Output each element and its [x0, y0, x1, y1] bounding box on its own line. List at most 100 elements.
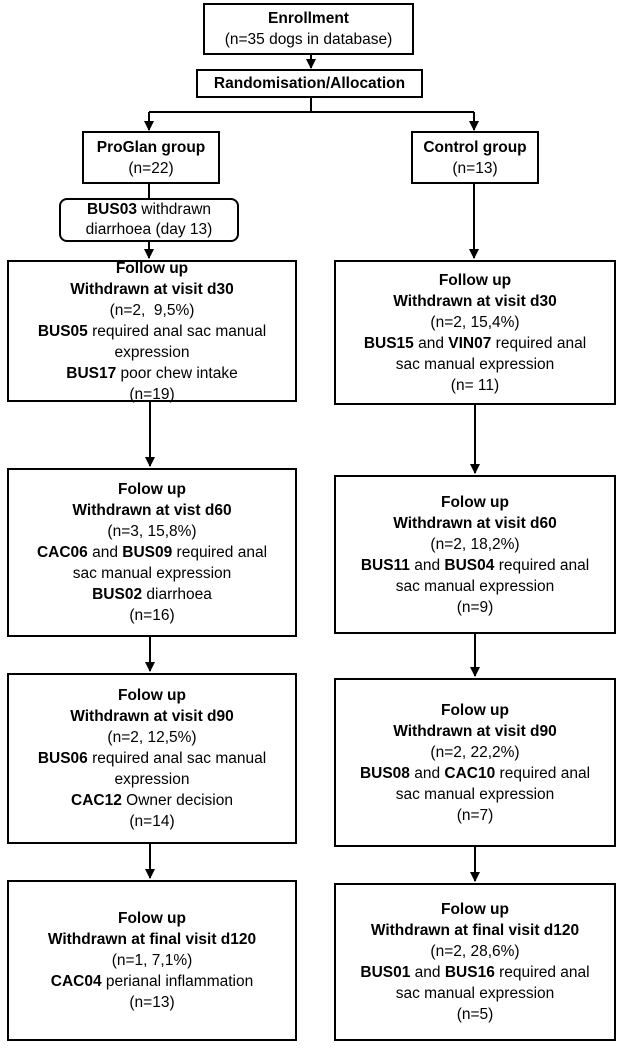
- proglan-d30-subtitle: Withdrawn at visit d30: [70, 280, 234, 298]
- reason-text: required anal sac manual: [87, 750, 267, 767]
- reason-text: required anal: [494, 556, 590, 574]
- dog-id: BUS08: [359, 764, 410, 782]
- control-group-box: Control group (n=13): [411, 131, 539, 184]
- proglan-d90-remaining: (n=14): [129, 813, 175, 830]
- proglan-d90-box: Folow up Withdrawn at visit d90 (n=2, 12…: [7, 673, 297, 844]
- proglan-d120-box: Folow up Withdrawn at final visit d120 (…: [7, 880, 297, 1041]
- proglan-d60-remaining: (n=16): [129, 607, 175, 624]
- proglan-d60-reason1-cont: sac manual expression: [72, 565, 232, 582]
- proglan-d30-reason2: BUS17 poor chew intake: [66, 363, 237, 384]
- dog-id: BUS01: [360, 964, 411, 981]
- proglan-withdrawal-day13-reason: diarrhoea (day 13): [85, 221, 213, 238]
- proglan-d90-reason2: CAC12 Owner decision: [71, 790, 233, 811]
- control-d30-title: Follow up: [438, 271, 512, 289]
- control-d30-subtitle: Withdrawn at visit d30: [393, 292, 557, 310]
- proglan-d30-remaining: (n=19): [129, 385, 175, 403]
- enrollment-count: (n=35 dogs in database): [224, 31, 393, 48]
- and-text: and: [409, 556, 445, 574]
- proglan-d90-subtitle: Withdrawn at visit d90: [70, 708, 234, 725]
- control-d30-box: Follow up Withdrawn at visit d30 (n=2, 1…: [334, 260, 616, 405]
- proglan-group-count: (n=22): [128, 159, 174, 177]
- dog-id: BUS02: [92, 586, 143, 603]
- proglan-d60-count: (n=3, 15,8%): [107, 523, 197, 540]
- reason-text: required anal sac manual: [87, 322, 267, 340]
- proglan-d90-title: Folow up: [117, 687, 186, 704]
- dog-id: BUS03: [86, 201, 137, 218]
- control-d30-reason1: BUS15 and VIN07 required anal: [364, 333, 586, 354]
- reason-text: poor chew intake: [116, 364, 238, 382]
- dog-id: CAC12: [71, 792, 122, 809]
- proglan-d30-reason1-cont: expression: [114, 343, 190, 361]
- proglan-group-title: ProGlan group: [96, 138, 206, 156]
- control-d120-reason1-cont: sac manual expression: [395, 985, 555, 1002]
- proglan-d60-reason1: CAC06 and BUS09 required anal: [37, 542, 267, 563]
- dog-id: BUS04: [444, 556, 495, 574]
- control-group-count: (n=13): [452, 159, 498, 177]
- and-text: and: [413, 334, 449, 352]
- randomisation-title: Randomisation/Allocation: [213, 75, 406, 92]
- control-d120-reason1: BUS01 and BUS16 required anal: [360, 962, 589, 983]
- control-d30-remaining: (n= 11): [450, 376, 500, 394]
- enrollment-title: Enrollment: [268, 10, 349, 27]
- dog-id: BUS09: [122, 544, 173, 561]
- and-text: and: [410, 964, 445, 981]
- proglan-d30-box: Follow up Withdrawn at visit d30 (n=2, 9…: [7, 259, 297, 403]
- proglan-withdrawal-day13-line1: BUS03 withdrawn: [87, 200, 211, 220]
- enrollment-box: Enrollment (n=35 dogs in database): [203, 3, 414, 55]
- dog-id: CAC04: [50, 973, 102, 990]
- control-d90-title: Folow up: [440, 701, 509, 719]
- proglan-d120-remaining: (n=13): [129, 994, 175, 1011]
- proglan-d90-count: (n=2, 12,5%): [107, 729, 197, 746]
- control-d60-title: Folow up: [440, 493, 509, 511]
- proglan-group-box: ProGlan group (n=22): [82, 131, 220, 184]
- reason-text: required anal: [495, 764, 591, 782]
- reason-text: required anal: [494, 964, 590, 981]
- control-d30-reason1-cont: sac manual expression: [395, 355, 555, 373]
- control-d120-remaining: (n=5): [456, 1006, 494, 1023]
- dog-id: CAC06: [36, 544, 88, 561]
- control-d90-reason1: BUS08 and CAC10 required anal: [360, 763, 590, 784]
- proglan-d120-count: (n=1, 7,1%): [111, 952, 193, 969]
- proglan-d60-subtitle: Withdrawn at vist d60: [72, 502, 232, 519]
- proglan-d120-title: Folow up: [117, 910, 186, 927]
- control-d60-reason1-cont: sac manual expression: [395, 577, 555, 595]
- dog-id: BUS05: [37, 322, 88, 340]
- control-d60-reason1: BUS11 and BUS04 required anal: [361, 555, 589, 576]
- control-d60-box: Folow up Withdrawn at visit d60 (n=2, 18…: [334, 475, 616, 634]
- randomisation-box: Randomisation/Allocation: [196, 69, 423, 98]
- control-d120-count: (n=2, 28,6%): [430, 943, 520, 960]
- control-d90-subtitle: Withdrawn at visit d90: [393, 722, 557, 740]
- reason-text: required anal: [491, 334, 587, 352]
- control-d60-remaining: (n=9): [456, 598, 494, 616]
- proglan-d90-reason1: BUS06 required anal sac manual: [38, 748, 266, 769]
- control-d90-remaining: (n=7): [456, 806, 494, 824]
- dog-id: BUS17: [66, 364, 117, 382]
- control-d60-subtitle: Withdrawn at visit d60: [393, 514, 557, 532]
- control-d120-title: Folow up: [440, 901, 509, 918]
- proglan-d60-reason2: BUS02 diarrhoea: [92, 584, 212, 605]
- proglan-d30-reason1: BUS05 required anal sac manual: [38, 321, 266, 342]
- proglan-withdrawal-day13-box: BUS03 withdrawn diarrhoea (day 13): [59, 198, 239, 242]
- and-text: and: [409, 764, 445, 782]
- reason-text: required anal: [172, 544, 268, 561]
- control-d90-count: (n=2, 22,2%): [430, 743, 520, 761]
- reason-text: Owner decision: [121, 792, 233, 809]
- control-d60-count: (n=2, 18,2%): [430, 535, 520, 553]
- proglan-d30-count: (n=2, 9,5%): [109, 301, 195, 319]
- proglan-d30-title: Follow up: [115, 259, 189, 277]
- proglan-d120-subtitle: Withdrawn at final visit d120: [47, 931, 257, 948]
- proglan-d60-box: Folow up Withdrawn at vist d60 (n=3, 15,…: [7, 468, 297, 637]
- reason-text: perianal inflammation: [101, 973, 254, 990]
- proglan-d60-title: Folow up: [117, 481, 186, 498]
- control-group-title: Control group: [423, 138, 527, 156]
- dog-id: BUS11: [360, 556, 410, 574]
- control-d90-box: Folow up Withdrawn at visit d90 (n=2, 22…: [334, 678, 616, 847]
- control-d120-box: Folow up Withdrawn at final visit d120 (…: [334, 883, 616, 1041]
- reason-text: diarrhoea: [142, 586, 212, 603]
- control-d30-count: (n=2, 15,4%): [430, 313, 520, 331]
- proglan-d120-reason1: CAC04 perianal inflammation: [51, 971, 253, 992]
- control-d90-reason1-cont: sac manual expression: [395, 785, 555, 803]
- dog-id: BUS15: [363, 334, 414, 352]
